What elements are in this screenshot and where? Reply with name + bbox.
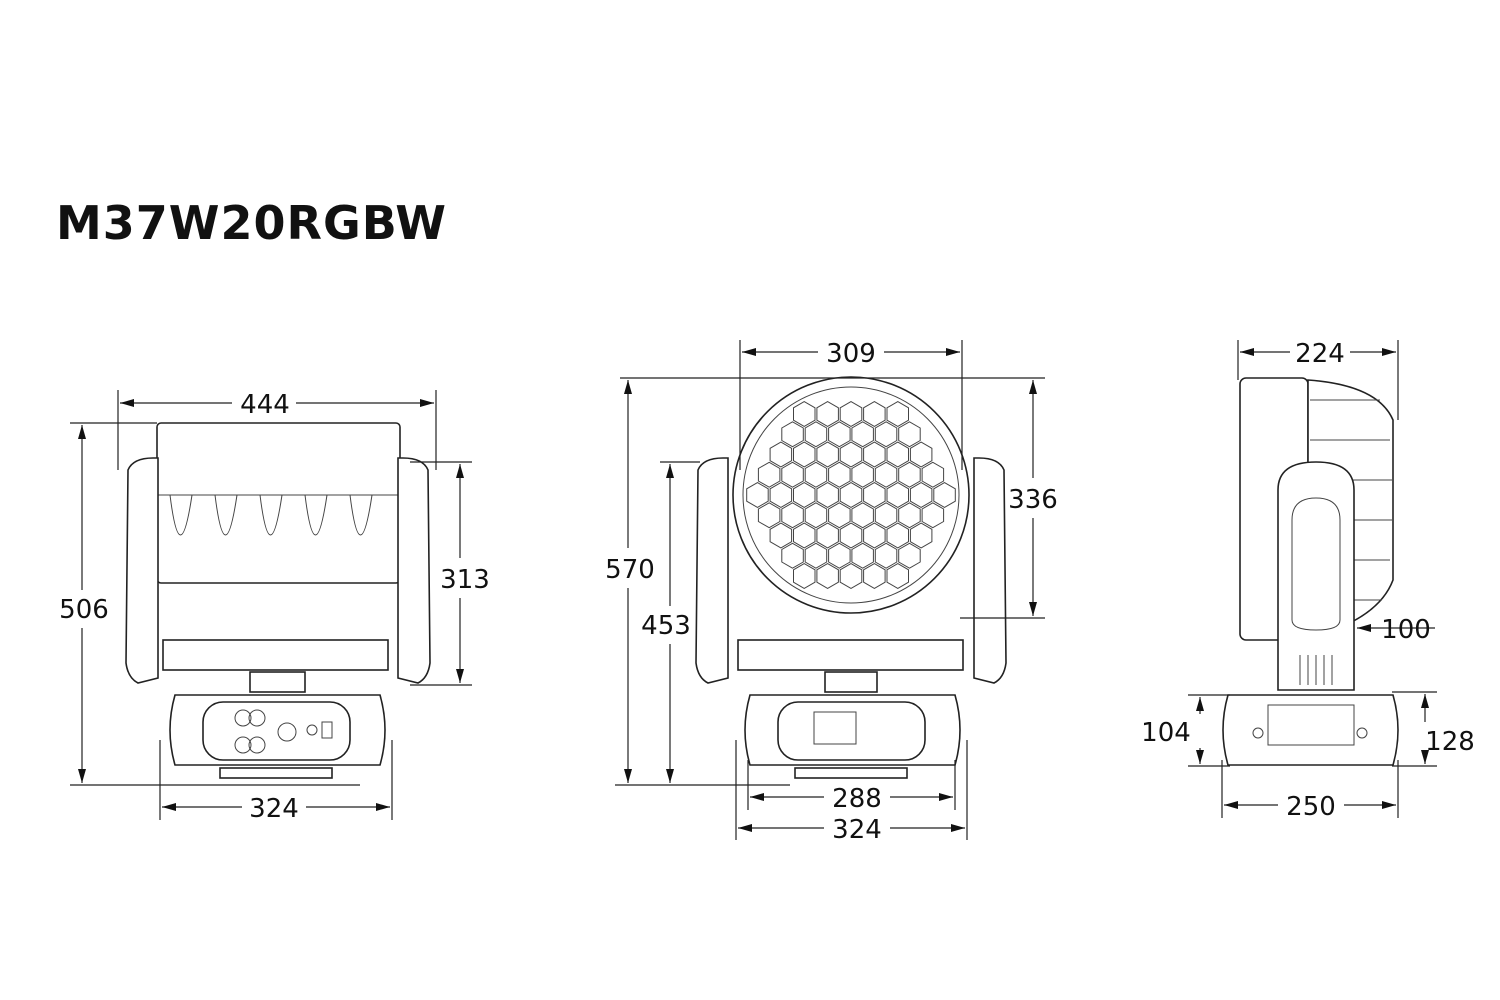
led-lens-cell bbox=[851, 461, 874, 488]
led-lens-cell bbox=[886, 563, 909, 589]
led-lens-cell bbox=[839, 401, 863, 427]
back-dimensions: 444 506 313 324 bbox=[59, 390, 490, 824]
led-lens-cell bbox=[851, 542, 874, 569]
led-lens-cell bbox=[793, 441, 816, 468]
led-lens-cell bbox=[828, 502, 851, 529]
led-lens-cell bbox=[769, 522, 793, 549]
led-lens-cell bbox=[816, 482, 839, 508]
led-lens-cell bbox=[757, 502, 781, 529]
back-view bbox=[125, 422, 431, 779]
led-lens-cell bbox=[839, 522, 863, 549]
led-lens-cell bbox=[851, 421, 874, 448]
led-lens-cell bbox=[828, 542, 851, 569]
led-lens-cell bbox=[793, 401, 816, 427]
led-lens-cell bbox=[839, 441, 863, 468]
led-lens-cell bbox=[874, 461, 898, 488]
led-lens-cell bbox=[933, 482, 956, 508]
led-lens-cell bbox=[898, 421, 921, 448]
led-lens-cell bbox=[816, 401, 839, 427]
led-lens-cell bbox=[839, 563, 863, 589]
led-lens-cell bbox=[816, 563, 839, 589]
dim-313: 313 bbox=[440, 565, 490, 595]
led-lens-cell bbox=[886, 522, 909, 549]
led-lens-cell bbox=[781, 542, 804, 569]
led-lens-cell bbox=[874, 542, 898, 569]
led-lens-cell bbox=[874, 421, 898, 448]
led-lens-cell bbox=[863, 482, 886, 508]
front-view bbox=[695, 376, 1007, 779]
dim-100: 100 bbox=[1381, 615, 1431, 645]
led-lens-cell bbox=[909, 441, 933, 468]
dim-224: 224 bbox=[1295, 339, 1345, 369]
led-lens-cell bbox=[863, 441, 886, 468]
dim-453: 453 bbox=[641, 611, 691, 641]
led-lens-cell bbox=[804, 502, 828, 529]
front-dimensions: 309 336 570 453 288 324 bbox=[605, 339, 1058, 845]
dim-250: 250 bbox=[1286, 792, 1336, 822]
led-lens-cell bbox=[804, 461, 828, 488]
led-lens-cell bbox=[909, 522, 933, 549]
led-lens-cell bbox=[816, 441, 839, 468]
dim-570: 570 bbox=[605, 555, 655, 585]
led-lens-cell bbox=[898, 542, 921, 569]
led-lens-cell bbox=[781, 502, 804, 529]
led-lens-cell bbox=[909, 482, 933, 508]
led-lens-cell bbox=[863, 401, 886, 427]
led-lens-cell bbox=[886, 401, 909, 427]
dim-288: 288 bbox=[832, 784, 882, 814]
dim-506: 506 bbox=[59, 595, 109, 625]
led-lens-cell bbox=[863, 522, 886, 549]
dim-444: 444 bbox=[240, 390, 290, 420]
led-lens-cell bbox=[793, 563, 816, 589]
led-lens-cell bbox=[921, 502, 945, 529]
led-lens-cell bbox=[804, 542, 828, 569]
led-lens-cell bbox=[757, 461, 781, 488]
led-lens-cell bbox=[781, 461, 804, 488]
led-lens-cell bbox=[781, 421, 804, 448]
led-lens-cell bbox=[816, 522, 839, 549]
side-view bbox=[1222, 377, 1399, 766]
led-lens-cell bbox=[898, 461, 921, 488]
led-lens-cell bbox=[828, 461, 851, 488]
led-lens-cell bbox=[769, 441, 793, 468]
led-lens-cell bbox=[921, 461, 945, 488]
dim-336: 336 bbox=[1008, 485, 1058, 515]
dim-324-front: 324 bbox=[832, 815, 882, 845]
led-lens-cell bbox=[746, 482, 769, 508]
led-lens-cell bbox=[898, 502, 921, 529]
led-lens-cell bbox=[804, 421, 828, 448]
led-lens-cell bbox=[769, 482, 793, 508]
dim-324-back: 324 bbox=[249, 794, 299, 824]
side-dimensions: 224 100 104 128 250 bbox=[1141, 339, 1475, 822]
dim-309: 309 bbox=[826, 339, 876, 369]
led-lens-cell bbox=[863, 563, 886, 589]
led-lens-cell bbox=[839, 482, 863, 508]
led-lens-cell bbox=[886, 441, 909, 468]
led-lens-cell bbox=[851, 502, 874, 529]
dim-104: 104 bbox=[1141, 718, 1191, 748]
dim-128: 128 bbox=[1425, 727, 1475, 757]
led-lens-cell bbox=[828, 421, 851, 448]
led-lens-cell bbox=[793, 522, 816, 549]
model-title: M37W20RGBW bbox=[56, 196, 448, 250]
led-lens-cell bbox=[886, 482, 909, 508]
led-lens-cell bbox=[793, 482, 816, 508]
led-lens-cell bbox=[874, 502, 898, 529]
